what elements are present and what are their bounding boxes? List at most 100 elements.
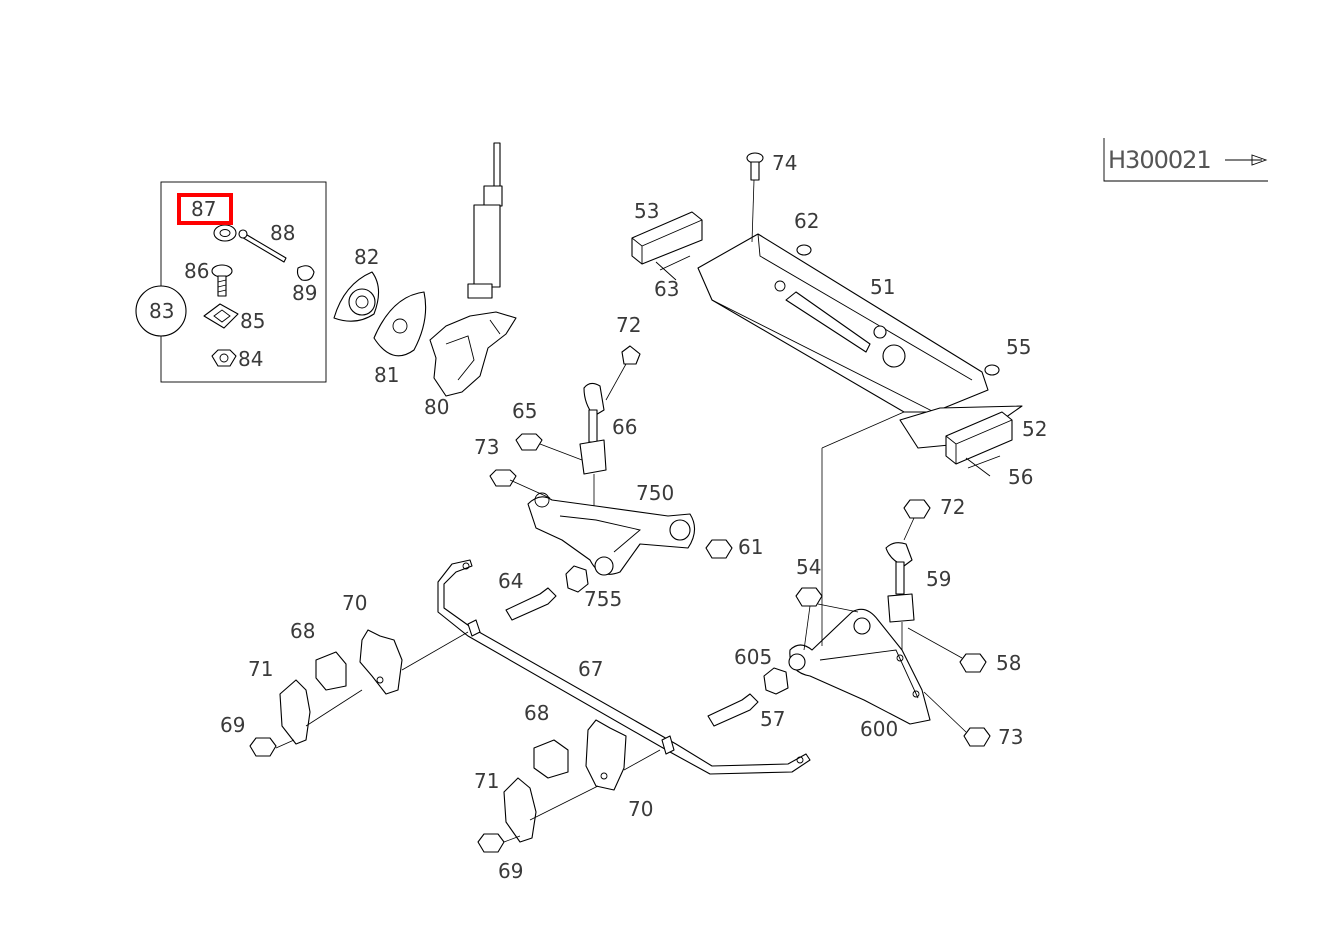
callout-55[interactable]: 55	[1006, 335, 1031, 359]
callout-67[interactable]: 67	[578, 657, 603, 681]
part-82	[333, 271, 380, 322]
part-600-arm	[788, 411, 931, 725]
part-71-bracket-right	[503, 777, 599, 843]
part-55	[984, 364, 1000, 376]
svg-text:69: 69	[220, 713, 245, 737]
callout-66[interactable]: 66	[612, 415, 637, 439]
callout-70-right[interactable]: 70	[628, 797, 653, 821]
callout-53[interactable]: 53	[634, 199, 659, 223]
svg-text:72: 72	[616, 313, 641, 337]
svg-text:71: 71	[248, 657, 273, 681]
part-605	[763, 667, 789, 695]
callout-69-right[interactable]: 69	[498, 859, 523, 883]
part-68-bush-right	[533, 739, 569, 779]
callout-70-left[interactable]: 70	[342, 591, 367, 615]
part-51-crossmember	[697, 233, 1023, 449]
svg-text:52: 52	[1022, 417, 1047, 441]
part-59-link	[885, 499, 931, 650]
svg-text:83: 83	[149, 299, 174, 323]
svg-text:59: 59	[926, 567, 951, 591]
part-80	[429, 311, 517, 397]
callout-57[interactable]: 57	[760, 707, 785, 731]
callout-81[interactable]: 81	[374, 363, 399, 387]
callout-73-right[interactable]: 73	[998, 725, 1023, 749]
svg-text:600: 600	[860, 717, 898, 741]
callout-68-right[interactable]: 68	[524, 701, 549, 725]
callout-61[interactable]: 61	[738, 535, 763, 559]
svg-text:750: 750	[636, 481, 674, 505]
callout-83[interactable]: 83	[149, 299, 174, 323]
callout-87[interactable]: 87	[191, 197, 216, 221]
part-74	[746, 152, 764, 243]
callout-755[interactable]: 755	[584, 587, 622, 611]
callout-58[interactable]: 58	[996, 651, 1021, 675]
svg-text:755: 755	[584, 587, 622, 611]
svg-text:64: 64	[498, 569, 523, 593]
part-53	[631, 211, 703, 281]
svg-text:62: 62	[794, 209, 819, 233]
svg-text:70: 70	[628, 797, 653, 821]
callout-73-left[interactable]: 73	[474, 435, 499, 459]
svg-text:68: 68	[290, 619, 315, 643]
shock-absorber	[467, 142, 503, 299]
svg-text:58: 58	[996, 651, 1021, 675]
svg-text:55: 55	[1006, 335, 1031, 359]
callout-80[interactable]: 80	[424, 395, 449, 419]
callout-56[interactable]: 56	[1008, 465, 1033, 489]
svg-text:605: 605	[734, 645, 772, 669]
callout-62[interactable]: 62	[794, 209, 819, 233]
part-58	[959, 653, 987, 673]
part-69-nut-right	[477, 833, 505, 853]
part-70-clamp-left	[359, 629, 469, 695]
svg-text:51: 51	[870, 275, 895, 299]
part-62	[796, 244, 812, 256]
callout-68-left[interactable]: 68	[290, 619, 315, 643]
callout-88[interactable]: 88	[270, 221, 295, 245]
reference-code-box: H300021	[1103, 138, 1268, 182]
svg-text:66: 66	[612, 415, 637, 439]
callout-63[interactable]: 63	[654, 277, 679, 301]
callout-65[interactable]: 65	[512, 399, 537, 423]
detail-box-83	[135, 181, 327, 383]
part-66-link	[579, 345, 641, 506]
callout-59[interactable]: 59	[926, 567, 951, 591]
svg-text:74: 74	[772, 151, 797, 175]
callout-54[interactable]: 54	[796, 555, 821, 579]
svg-text:63: 63	[654, 277, 679, 301]
svg-text:53: 53	[634, 199, 659, 223]
svg-text:73: 73	[474, 435, 499, 459]
callout-71-right[interactable]: 71	[474, 769, 499, 793]
part-64	[505, 587, 557, 621]
callout-71-left[interactable]: 71	[248, 657, 273, 681]
reference-code: H300021	[1108, 146, 1211, 174]
part-65	[515, 433, 543, 451]
callout-84[interactable]: 84	[238, 347, 263, 371]
callout-605[interactable]: 605	[734, 645, 772, 669]
callout-74[interactable]: 74	[772, 151, 797, 175]
svg-text:86: 86	[184, 259, 209, 283]
callout-86[interactable]: 86	[184, 259, 209, 283]
callout-72-right[interactable]: 72	[940, 495, 965, 519]
callout-85[interactable]: 85	[240, 309, 265, 333]
svg-text:89: 89	[292, 281, 317, 305]
part-71-bracket-left	[279, 679, 363, 745]
part-67-stabilizer	[437, 559, 811, 775]
part-81	[373, 291, 427, 357]
svg-text:84: 84	[238, 347, 263, 371]
callout-64[interactable]: 64	[498, 569, 523, 593]
callout-600[interactable]: 600	[860, 717, 898, 741]
svg-text:80: 80	[424, 395, 449, 419]
part-54	[795, 587, 823, 607]
svg-text:65: 65	[512, 399, 537, 423]
callout-89[interactable]: 89	[292, 281, 317, 305]
callout-750[interactable]: 750	[636, 481, 674, 505]
callout-69-left[interactable]: 69	[220, 713, 245, 737]
callout-51[interactable]: 51	[870, 275, 895, 299]
callout-52[interactable]: 52	[1022, 417, 1047, 441]
callout-72-left[interactable]: 72	[616, 313, 641, 337]
part-68-bush-left	[315, 651, 347, 691]
callout-82[interactable]: 82	[354, 245, 379, 269]
svg-text:72: 72	[940, 495, 965, 519]
part-57	[707, 693, 759, 727]
